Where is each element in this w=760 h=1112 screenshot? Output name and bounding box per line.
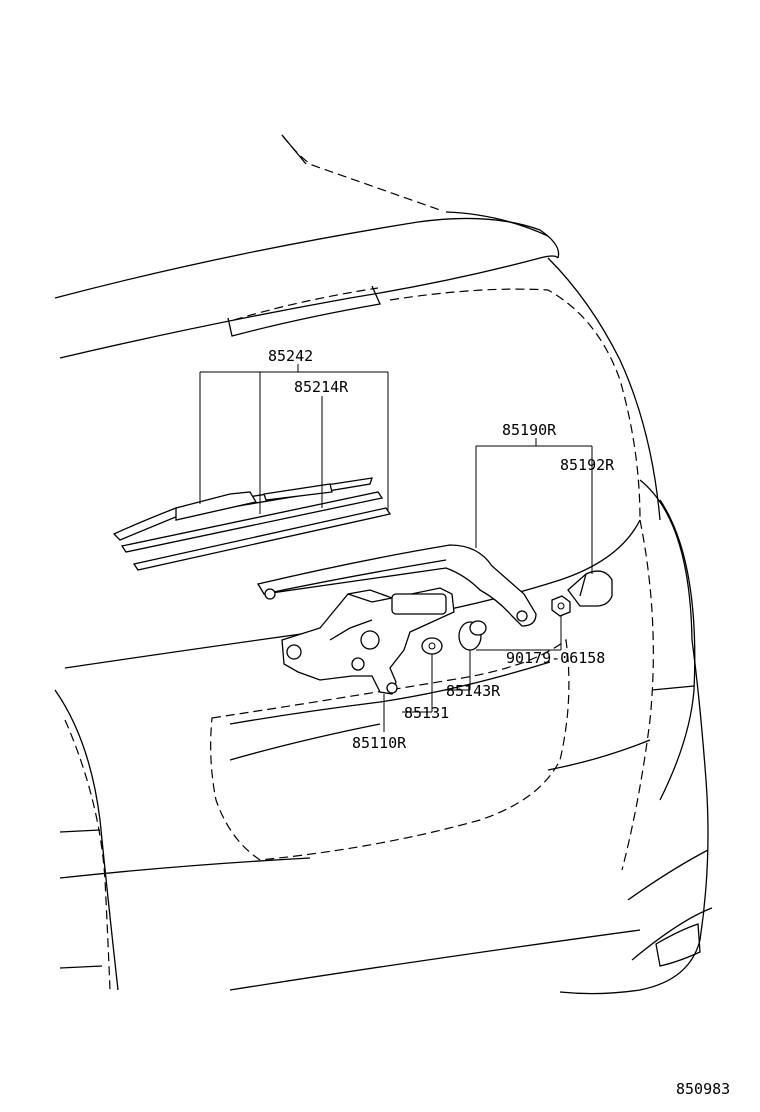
wiper-motor xyxy=(281,587,455,695)
grommet xyxy=(458,620,487,651)
part-label-85190R: 85190R xyxy=(502,421,557,439)
part-label-90179-06158: 90179-06158 xyxy=(506,649,605,667)
part-labels: 85242 85214R 85190R 85192R 90179-06158 8… xyxy=(268,347,730,1098)
leader-lines xyxy=(199,364,593,732)
part-label-85242: 85242 xyxy=(268,347,313,365)
part-label-85214R: 85214R xyxy=(294,378,349,396)
wiper-blade-assembly xyxy=(112,477,392,571)
part-label-85110R: 85110R xyxy=(352,734,407,752)
bushing xyxy=(421,637,443,655)
diagram-code: 850983 xyxy=(676,1080,730,1098)
part-label-85131: 85131 xyxy=(404,704,449,722)
hex-nut xyxy=(551,595,571,617)
part-label-85143R: 85143R xyxy=(446,682,501,700)
part-label-85192R: 85192R xyxy=(560,456,615,474)
wiper-arm xyxy=(256,544,537,627)
arm-head-cap xyxy=(567,570,613,607)
